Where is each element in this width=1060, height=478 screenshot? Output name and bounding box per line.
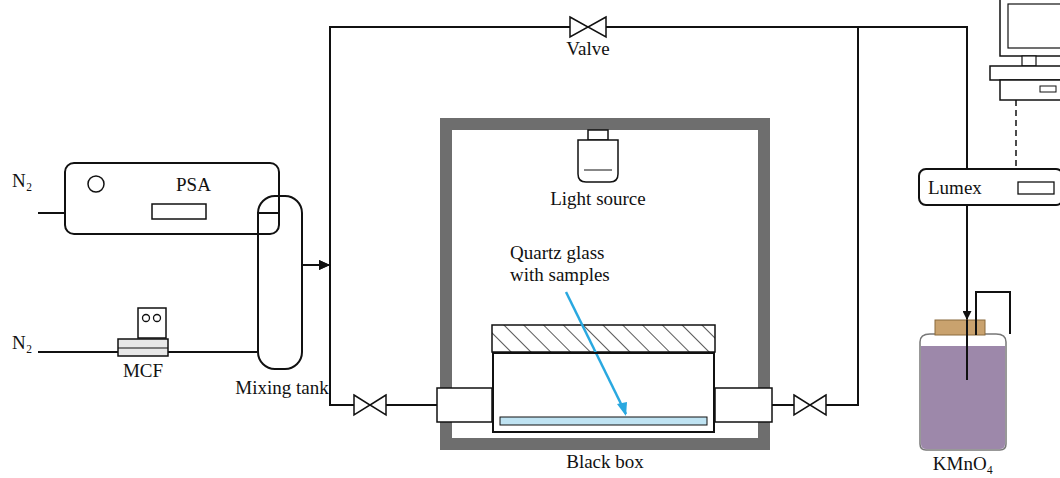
node-label: MCF — [93, 360, 193, 382]
bottle-figure — [918, 320, 1008, 450]
computer-monitor — [1000, 0, 1060, 56]
node-label: Quartz glass with samples — [510, 242, 640, 286]
reactor-lid — [492, 325, 715, 352]
lumex-analyzer: Lumex — [918, 168, 1060, 206]
valve-symbol — [570, 17, 606, 37]
mass-flow-controller: MCF — [118, 308, 168, 358]
lamp-mount — [588, 130, 608, 140]
arrow-head — [319, 260, 330, 270]
pipe-group — [967, 206, 968, 320]
sample-strip — [500, 417, 707, 425]
psa-knob — [88, 176, 104, 192]
reactor-fitting — [437, 388, 492, 422]
mixing-tank: Mixing tank — [257, 195, 303, 370]
text-holder: Quartz glass with samples — [510, 242, 640, 286]
sample-figure — [494, 354, 717, 435]
lamp-body — [578, 140, 618, 182]
text-holder: Light source — [538, 188, 658, 210]
valve-symbol — [354, 395, 386, 415]
gas-line — [38, 351, 118, 353]
mcf-dial — [154, 315, 161, 322]
kmno4-bottle: KMnO₄ — [918, 320, 1008, 450]
black-box: Black boxLight sourceQuartz glass with s… — [440, 118, 770, 450]
node-label: Mixing tank — [232, 377, 332, 399]
valve-symbol — [794, 395, 826, 415]
pipe-group — [168, 352, 257, 353]
gas-label: N₂ — [12, 332, 32, 354]
node-label: Lumex — [928, 177, 1008, 199]
mcf-base — [118, 348, 168, 349]
pipe-group — [257, 213, 280, 214]
gas-pipe — [303, 265, 492, 405]
node-label: Light source — [538, 188, 658, 210]
quartz-reactor: Quartz glass with samples — [492, 352, 715, 433]
kmno4-solution — [921, 346, 1005, 449]
arrow-head — [319, 260, 330, 270]
pipe-group — [303, 260, 492, 405]
leader-head — [617, 402, 627, 416]
computer-stand — [1022, 56, 1036, 66]
gas-pipe — [303, 27, 967, 265]
text-holder: KMnO₄ — [908, 453, 1018, 475]
text-holder: N₂ — [12, 332, 32, 354]
gas-pipe — [257, 212, 280, 214]
pipe-group — [303, 27, 967, 270]
valve-symbol — [354, 17, 826, 415]
data-cable — [1015, 100, 1017, 168]
mcf-dial — [143, 315, 150, 322]
gas-pipe — [168, 351, 257, 353]
lumex-display — [1018, 182, 1054, 194]
lamp-figure — [578, 130, 618, 184]
computer-base — [990, 66, 1060, 80]
text-holder: Valve — [558, 38, 618, 60]
computer-screen — [1008, 4, 1060, 48]
gas-label: N₂ — [12, 170, 32, 192]
gas-pipe — [966, 206, 968, 320]
text-holder: Mixing tank — [232, 377, 332, 399]
gas-line — [38, 212, 64, 214]
node-label: PSA — [176, 174, 232, 196]
lamp-lens — [584, 170, 612, 171]
text-holder: Black box — [505, 451, 705, 473]
psa-unit: PSA — [64, 162, 280, 235]
text-holder: Lumex — [928, 177, 1008, 199]
mcf-base — [118, 339, 168, 356]
light-source: Light source — [578, 130, 618, 184]
bottle-cap — [935, 320, 985, 335]
computer-case — [1000, 80, 1060, 100]
node-label: Black box — [505, 451, 705, 473]
computer-drive — [1040, 86, 1056, 92]
valve-label: Valve — [558, 38, 618, 60]
node-label: KMnO₄ — [908, 453, 1018, 475]
inlet-tube — [966, 320, 968, 380]
text-holder: PSA — [176, 174, 232, 196]
outlet-tube — [976, 292, 1010, 335]
psa-display — [152, 204, 206, 219]
reactor-fitting — [715, 388, 772, 422]
bottle-glass — [920, 334, 1006, 450]
text-holder: N₂ — [12, 170, 32, 192]
text-holder: MCF — [93, 360, 193, 382]
mcf-head — [138, 308, 166, 338]
